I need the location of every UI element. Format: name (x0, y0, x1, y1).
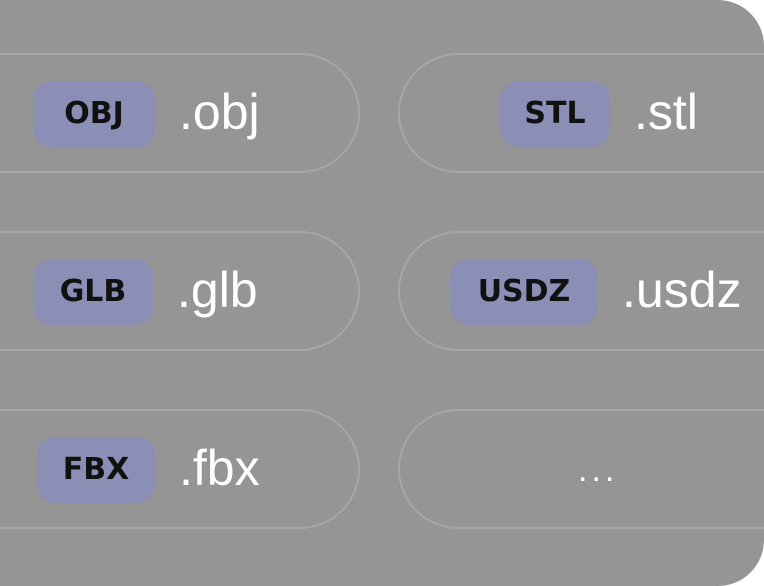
format-badge-glb: GLB (33, 259, 153, 325)
format-extension-glb: .glb (177, 262, 258, 318)
format-extension-obj: .obj (179, 84, 260, 140)
format-extension-fbx: .fbx (179, 440, 260, 496)
format-pill-glb[interactable] (0, 231, 360, 351)
format-badge-obj: OBJ (33, 81, 155, 147)
format-pill-usdz[interactable] (398, 231, 764, 351)
format-badge-stl: STL (500, 81, 610, 147)
format-badge-usdz: USDZ (450, 259, 598, 325)
more-formats-ellipsis: ... (578, 451, 619, 489)
format-extension-usdz: .usdz (622, 262, 742, 318)
format-pill-obj[interactable] (0, 53, 360, 173)
format-badge-fbx: FBX (37, 437, 155, 503)
format-pill-stl[interactable] (398, 53, 764, 173)
format-extension-stl: .stl (634, 84, 698, 140)
format-pill-fbx[interactable] (0, 409, 360, 529)
more-formats-pill[interactable] (398, 409, 764, 529)
